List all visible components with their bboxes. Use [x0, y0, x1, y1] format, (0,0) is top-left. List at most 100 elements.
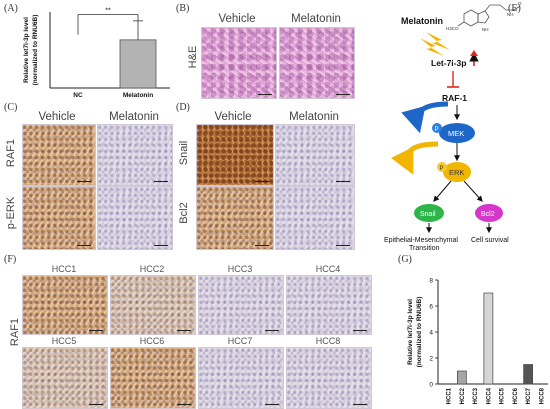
scale-bar	[265, 403, 279, 405]
panel-c-raf1-label: RAF1	[5, 138, 17, 168]
panel-c-letter: (C)	[4, 102, 18, 113]
y-tick-label: 8	[429, 278, 433, 285]
scale-bar	[336, 244, 350, 246]
erk-phospho-node	[437, 162, 447, 172]
raf1-vehicle-image	[22, 124, 96, 186]
mek-node	[439, 123, 475, 143]
melatonin-structure-icon	[457, 4, 521, 27]
scale-bar	[177, 329, 191, 331]
panel-f-raf1-label: RAF1	[9, 317, 21, 347]
bcl2-melatonin-image	[275, 186, 355, 250]
scale-bar	[336, 93, 350, 95]
panel-c-perk-label: p-ERK	[5, 196, 17, 230]
bcl2-vehicle-image	[196, 186, 274, 250]
hcc-sample-label: HCC4	[315, 264, 341, 274]
bcl2-node	[475, 204, 503, 222]
x-tick-label: HCC5	[500, 387, 506, 404]
scale-bar	[89, 403, 103, 405]
snail-node	[414, 204, 444, 222]
panel-c-melatonin-title: Melatonin	[109, 111, 159, 123]
y-axis-label-sub: (normalized to RNU6B)	[416, 297, 423, 368]
y-tick-label: 0	[429, 382, 433, 389]
panel-b-he-label: H&E	[187, 45, 199, 69]
panel-e-pathway-diagram: Melatonin NH H3CO NH O Let-7i-3p RAF-1 P…	[384, 1, 522, 252]
let7i-label: Let-7i-3p	[431, 58, 466, 68]
x-tick-label: HCC8	[539, 387, 545, 404]
scale-bar	[255, 244, 269, 246]
up-arrow-head-icon	[470, 50, 478, 56]
erk-p-label: P	[440, 166, 444, 172]
emt-label-line2: Transition	[409, 245, 440, 252]
panel-b-vehicle-title: Vehicle	[218, 13, 256, 25]
panel-b-letter: (B)	[176, 3, 190, 14]
hcc-ihc-image	[286, 275, 372, 335]
x-tick-label: HCC3	[473, 387, 479, 404]
y-axis-label-sub: (normalized to RNU6B)	[32, 15, 39, 86]
panel-e-letter: (E)	[508, 3, 521, 14]
perk-vehicle-image	[22, 186, 96, 250]
significance-label: **	[105, 8, 111, 15]
hcc-ihc-image	[22, 275, 108, 335]
y-axis-label: Relative let7i-3p level	[23, 17, 30, 83]
erk-to-snail-arrow	[433, 180, 452, 202]
structure-nh2-label: NH	[507, 12, 514, 17]
scale-bar	[265, 329, 279, 331]
blue-curved-arrow	[401, 101, 449, 134]
emt-label-line1: Epithelial-Mesenchymal	[384, 237, 458, 244]
hcc-sample-label: HCC1	[51, 264, 77, 274]
bar	[523, 364, 533, 385]
snail-melatonin-image	[275, 124, 355, 186]
hcc-ihc-image	[110, 275, 196, 335]
scale-bar	[353, 403, 367, 405]
y-tick-label: 2	[429, 356, 433, 363]
bcl2-node-label: Bcl2	[481, 211, 495, 218]
snail-vehicle-image	[196, 124, 274, 186]
raf1-label: RAF-1	[442, 93, 467, 103]
hcc-ihc-image	[198, 275, 284, 335]
bar	[457, 370, 467, 385]
scale-bar	[258, 93, 272, 95]
scale-bar	[77, 180, 91, 182]
scale-bar	[154, 180, 168, 182]
mek-label: MEK	[448, 129, 464, 138]
x-tick-label: HCC6	[513, 387, 519, 404]
scale-bar	[89, 329, 103, 331]
hcc-ihc-image	[286, 347, 372, 409]
erk-to-bcl2-arrow	[463, 180, 483, 202]
structure-nh-label: NH	[482, 27, 489, 32]
hcc-sample-label: HCC6	[139, 336, 165, 346]
panel-b-melatonin-title: Melatonin	[291, 13, 341, 25]
mek-phospho-node	[432, 123, 442, 133]
panel-a-chart: NC Melatonin ** Relative let7i-3p level(nor…	[23, 8, 170, 99]
cell-survival-label: Cell survival	[471, 237, 509, 244]
y-axis-label: Relative let7i-3p level	[407, 299, 414, 365]
panel-a-letter: (A)	[4, 3, 18, 14]
hcc-ihc-image	[110, 347, 196, 409]
structure-h3co-label: H3CO	[446, 26, 459, 31]
erk-label: ERK	[449, 168, 464, 177]
x-tick-label: HCC7	[526, 387, 532, 404]
x-tick-label: HCC2	[460, 387, 466, 404]
x-tick-label: NC	[73, 92, 83, 99]
hcc-sample-label: HCC8	[315, 336, 341, 346]
orange-curved-arrow	[391, 141, 439, 175]
scale-bar	[353, 329, 367, 331]
hcc-sample-label: HCC7	[227, 336, 253, 346]
lightning-icon	[420, 32, 450, 56]
structure-o-label: O	[518, 1, 522, 6]
he-vehicle-image	[201, 27, 277, 99]
y-tick-label: 6	[429, 304, 433, 311]
bar	[119, 39, 157, 89]
panel-d-vehicle-title: Vehicle	[214, 111, 252, 123]
panel-d-melatonin-title: Melatonin	[289, 111, 339, 123]
x-tick-label: Melatonin	[123, 92, 153, 99]
scale-bar	[154, 244, 168, 246]
panel-d-bcl2-label: Bcl2	[178, 202, 190, 224]
panel-f-letter: (F)	[4, 254, 17, 265]
mek-p-label: P	[435, 127, 439, 133]
erk-node	[443, 162, 471, 182]
hcc-sample-label: HCC3	[227, 264, 253, 274]
scale-bar	[336, 180, 350, 182]
panel-d-snail-label: Snail	[178, 140, 190, 166]
